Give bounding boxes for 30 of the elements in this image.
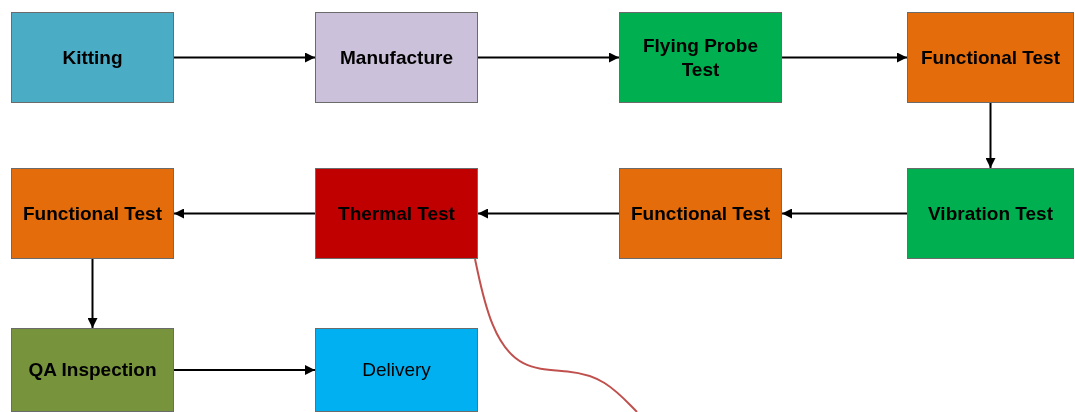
process-box: [619, 12, 782, 103]
arrow: [477, 208, 620, 219]
box-label: Functional Test: [920, 45, 1061, 70]
process-box: [11, 12, 174, 103]
box-label: Thermal Test: [337, 201, 456, 226]
process-box: [907, 168, 1074, 259]
arrow: [173, 365, 316, 375]
box-label: Functional Test: [630, 201, 771, 226]
process-box: [907, 12, 1074, 103]
arrow: [87, 258, 98, 329]
box-label: Flying Probe Test: [641, 33, 760, 82]
process-box: [619, 168, 782, 259]
process-box: [315, 328, 478, 412]
arrow: [173, 52, 316, 63]
box-label: QA Inspection: [27, 358, 158, 382]
process-box: [11, 328, 174, 412]
arrow: [173, 208, 316, 219]
box-label: Manufacture: [339, 45, 454, 70]
arrow: [781, 208, 908, 219]
curved-line: [474, 258, 638, 412]
arrow: [781, 52, 908, 63]
box-label: Functional Test: [22, 201, 163, 226]
box-label: Delivery: [361, 358, 432, 382]
process-box: [11, 168, 174, 259]
arrow: [985, 102, 996, 169]
box-label: Kitting: [61, 45, 124, 70]
process-box: [315, 12, 478, 103]
box-label: Vibration Test: [927, 201, 1054, 226]
process-box: [315, 168, 478, 259]
arrow: [477, 52, 620, 63]
